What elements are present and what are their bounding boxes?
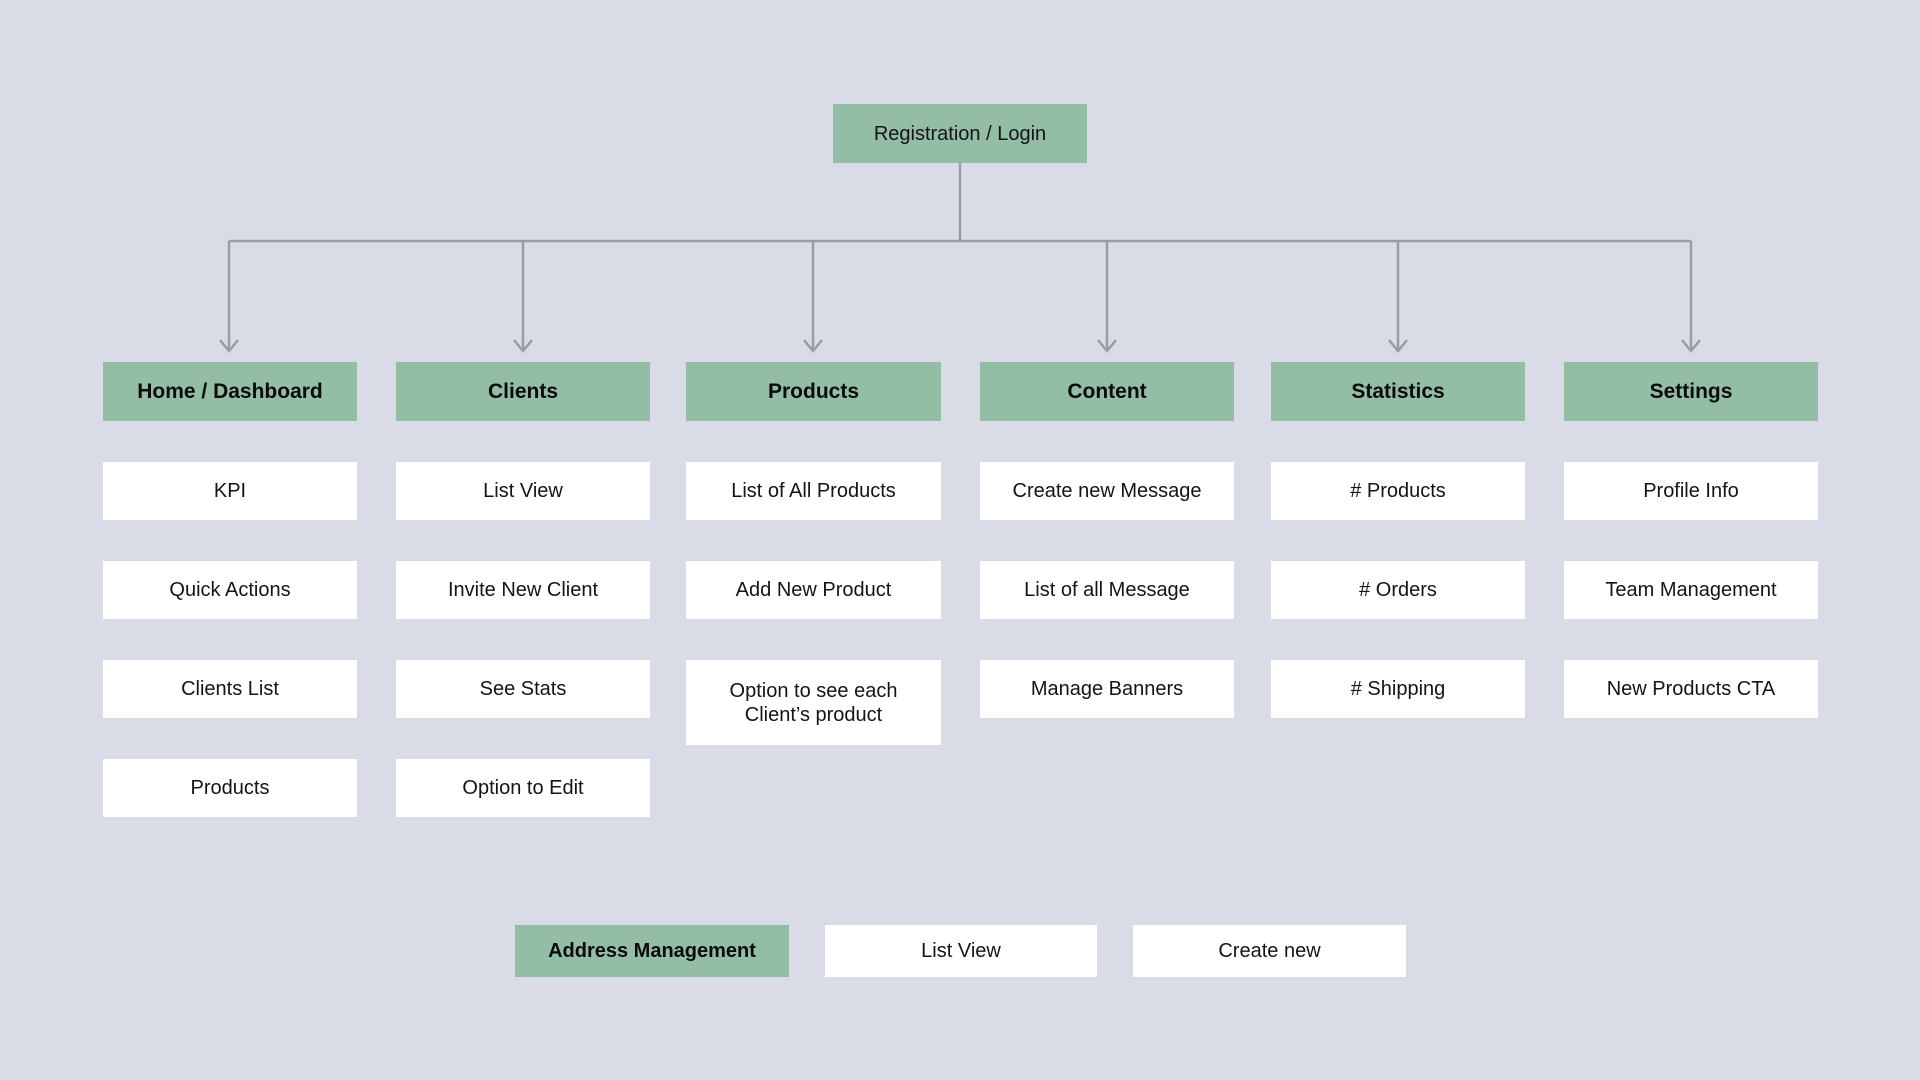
node-quick-actions: Quick Actions — [103, 561, 357, 619]
node-products-item: Products — [103, 759, 357, 817]
node-list-of-all-products: List of All Products — [686, 462, 941, 520]
node-manage-banners: Manage Banners — [980, 660, 1234, 718]
node-list-of-all-message: List of all Message — [980, 561, 1234, 619]
arrowhead-icon — [513, 339, 533, 353]
node-num-products: # Products — [1271, 462, 1525, 520]
arrowhead-icon — [1681, 339, 1701, 353]
column-header-home-dashboard: Home / Dashboard — [103, 362, 357, 421]
node-invite-new-client: Invite New Client — [396, 561, 650, 619]
node-see-stats: See Stats — [396, 660, 650, 718]
node-list-view: List View — [396, 462, 650, 520]
column-header-statistics: Statistics — [1271, 362, 1525, 421]
column-header-content: Content — [980, 362, 1234, 421]
node-profile-info: Profile Info — [1564, 462, 1818, 520]
node-bottom-list-view: List View — [825, 925, 1097, 977]
node-create-new-message: Create new Message — [980, 462, 1234, 520]
arrowhead-icon — [1388, 339, 1408, 353]
column-header-products: Products — [686, 362, 941, 421]
node-new-products-cta: New Products CTA — [1564, 660, 1818, 718]
node-num-orders: # Orders — [1271, 561, 1525, 619]
arrowhead-icon — [803, 339, 823, 353]
column-header-settings: Settings — [1564, 362, 1818, 421]
column-header-clients: Clients — [396, 362, 650, 421]
node-team-management: Team Management — [1564, 561, 1818, 619]
arrowhead-icon — [219, 339, 239, 353]
node-bottom-create-new: Create new — [1133, 925, 1406, 977]
node-option-to-edit: Option to Edit — [396, 759, 650, 817]
node-option-see-each-clients-product: Option to see each Client’s product — [686, 660, 941, 745]
arrowhead-icon — [1097, 339, 1117, 353]
node-clients-list: Clients List — [103, 660, 357, 718]
node-address-management: Address Management — [515, 925, 789, 977]
node-num-shipping: # Shipping — [1271, 660, 1525, 718]
node-add-new-product: Add New Product — [686, 561, 941, 619]
node-kpi: KPI — [103, 462, 357, 520]
node-registration-login: Registration / Login — [833, 104, 1087, 163]
